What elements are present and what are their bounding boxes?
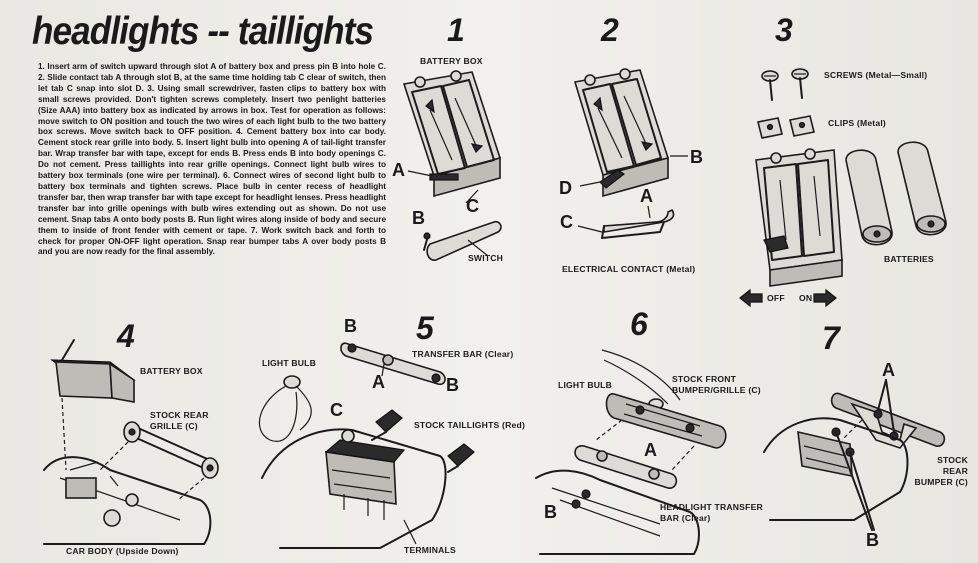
step-7-text: 7. Work switch back and forth to check f… bbox=[38, 225, 386, 257]
step-6-front-bumper-drawing bbox=[595, 393, 727, 471]
step-6-headlight-bar-label: HEADLIGHT TRANSFER BAR (Clear) bbox=[660, 502, 763, 523]
step-7-bumper-label: STOCK REAR BUMPER (C) bbox=[914, 455, 968, 487]
step-3-on-label: ON bbox=[799, 293, 813, 303]
step-1-letter-c: C bbox=[466, 196, 479, 216]
step-5-transfer-bar-drawing bbox=[340, 342, 446, 386]
step-3-text: 3. Using small screwdriver, fasten clips… bbox=[38, 83, 386, 137]
step-2-letter-c: C bbox=[560, 212, 573, 232]
step-3-batteries-label: BATTERIES bbox=[884, 254, 934, 264]
step-5-transfer-bar-label: TRANSFER BAR (Clear) bbox=[412, 349, 514, 359]
step-3-screws-drawing bbox=[761, 68, 809, 101]
step-2-contact-label: ELECTRICAL CONTACT (Metal) bbox=[562, 264, 696, 274]
step-3-off-on-arrows bbox=[739, 288, 837, 308]
step-1-switch-label: SWITCH bbox=[468, 253, 504, 263]
step-2-number: 2 bbox=[601, 12, 619, 48]
step-6-letter-a: A bbox=[644, 440, 657, 460]
step-1-letter-b: B bbox=[412, 208, 425, 228]
step-5-terminals-label: TERMINALS bbox=[404, 545, 456, 555]
step-6-bulb-label: LIGHT BULB bbox=[558, 380, 613, 390]
step-5-body-drawing bbox=[261, 428, 447, 549]
step-7-number: 7 bbox=[822, 320, 840, 356]
step-5-letter-b-top: B bbox=[344, 316, 357, 336]
step-5-taillights-label: STOCK TAILLIGHTS (Red) bbox=[414, 420, 526, 430]
step-6-text: 6. Connect wires of second light bulb to… bbox=[38, 171, 386, 235]
step-1-battery-box-label: BATTERY BOX bbox=[420, 56, 483, 66]
step-6-front-bumper-label: STOCK FRONT BUMPER/GRILLE (C) bbox=[672, 374, 761, 395]
step-4-battery-box-label: BATTERY BOX bbox=[140, 366, 203, 376]
step-3-batteries-drawing bbox=[845, 141, 947, 246]
step-3-number: 3 bbox=[775, 12, 793, 48]
step-6-number: 6 bbox=[630, 306, 648, 342]
step-4-battery-box-drawing bbox=[50, 339, 136, 471]
step-5-letter-b-right: B bbox=[446, 375, 459, 395]
step-5-number: 5 bbox=[416, 310, 434, 346]
step-1-text: 1. Insert arm of switch upward through s… bbox=[38, 62, 386, 71]
step-5-letter-a: A bbox=[372, 372, 385, 392]
step-7-letter-a: A bbox=[882, 360, 895, 380]
step-5-bulb-label: LIGHT BULB bbox=[262, 358, 317, 368]
step-4-car-body-label: CAR BODY (Upside Down) bbox=[66, 546, 179, 556]
instruction-text: 1. Insert arm of switch upward through s… bbox=[38, 62, 386, 258]
step-5-taillights-drawing bbox=[371, 409, 475, 473]
step-3-clips-drawing bbox=[757, 115, 815, 139]
page-title: headlights -- taillights bbox=[32, 10, 374, 53]
step-2-text: 2. Slide contact tab A through slot B, a… bbox=[38, 72, 386, 93]
step-3-battery-box-drawing bbox=[755, 148, 843, 287]
step-6-letter-b: B bbox=[544, 502, 557, 522]
step-5-letter-c: C bbox=[330, 400, 343, 420]
step-4-grille-label: STOCK REAR GRILLE (C) bbox=[150, 410, 209, 431]
step-1-switch-drawing bbox=[423, 220, 502, 261]
step-2-letter-d: D bbox=[559, 178, 572, 198]
step-7-body-drawing bbox=[763, 417, 909, 531]
step-2-contact-drawing bbox=[577, 205, 675, 239]
step-6-headlight-bar-drawing bbox=[574, 445, 678, 489]
step-7-letter-b: B bbox=[866, 530, 879, 550]
step-2-battery-box-drawing bbox=[573, 68, 688, 198]
step-4-number: 4 bbox=[117, 318, 135, 354]
step-4-grille-drawing bbox=[99, 421, 219, 501]
step-4-text: 4. Cement battery box into car body. Cem… bbox=[38, 127, 386, 148]
step-1-number: 1 bbox=[447, 12, 465, 48]
step-7-bumper-drawing bbox=[830, 379, 946, 449]
step-2-letter-b: B bbox=[690, 147, 703, 167]
step-2-letter-a: A bbox=[640, 186, 653, 206]
step-3-clips-label: CLIPS (Metal) bbox=[828, 118, 886, 128]
step-4-car-body-drawing bbox=[43, 456, 212, 545]
step-6-body-drawing bbox=[535, 469, 700, 555]
step-5-text: 5. Insert light bulb into opening A of t… bbox=[38, 138, 386, 181]
step-1-letter-a: A bbox=[392, 160, 405, 180]
step-5-bulb-drawing bbox=[258, 375, 312, 442]
step-3-screws-label: SCREWS (Metal—Small) bbox=[824, 70, 928, 80]
step-1-battery-box-drawing bbox=[402, 70, 502, 204]
step-3-off-label: OFF bbox=[767, 293, 785, 303]
